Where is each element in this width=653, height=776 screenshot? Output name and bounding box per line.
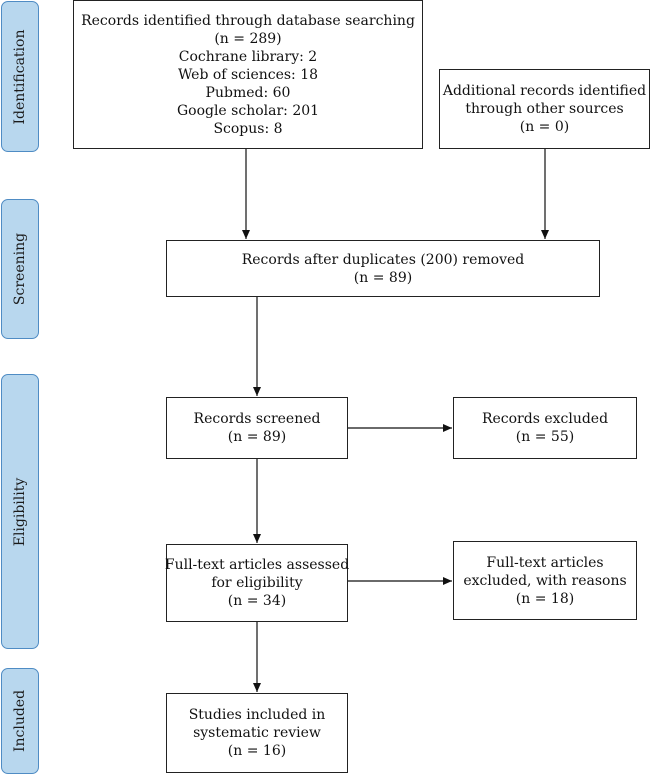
- included-line-1: Studies included in: [188, 707, 326, 723]
- box-records-screened: Records screened (n = 89): [166, 397, 348, 459]
- other-sources-line-2: through other sources: [465, 101, 624, 117]
- included-line-3: (n = 16): [227, 743, 287, 759]
- other-sources-line-3: (n = 0): [519, 119, 570, 135]
- database-line-6: Google scholar: 201: [176, 102, 320, 119]
- database-line-7: Scopus: 8: [213, 120, 283, 137]
- after-duplicates-line-1: Records after duplicates (200) removed: [241, 251, 525, 268]
- excluded-line-2: (n = 55): [515, 429, 575, 445]
- fulltext-excluded-line-1: Full-text articles: [486, 554, 604, 571]
- phase-screening: Screening: [1, 199, 39, 339]
- box-other-sources: Additional records identified through ot…: [439, 69, 650, 149]
- screened-line-2: (n = 89): [227, 429, 287, 445]
- database-line-5: Pubmed: 60: [205, 84, 291, 101]
- included-line-2: systematic review: [193, 725, 321, 741]
- after-duplicates-line-2: (n = 89): [353, 269, 413, 286]
- fulltext-assessed-line-1: Full-text articles assessed: [164, 557, 350, 573]
- box-fulltext-excluded: Full-text articles excluded, with reason…: [453, 541, 637, 620]
- box-studies-included: Studies included in systematic review (n…: [166, 693, 348, 773]
- database-line-3: Cochrane library: 2: [178, 48, 318, 65]
- excluded-line-1: Records excluded: [481, 411, 609, 427]
- phase-included: Included: [1, 668, 39, 774]
- phase-eligibility: Eligibility: [1, 374, 39, 649]
- database-line-4: Web of sciences: 18: [177, 66, 319, 83]
- database-line-1: Records identified through database sear…: [81, 12, 415, 29]
- fulltext-assessed-line-2: for eligibility: [211, 575, 303, 591]
- box-fulltext-assessed: Full-text articles assessed for eligibil…: [164, 544, 350, 622]
- phase-identification: Identification: [1, 1, 39, 152]
- other-sources-line-1: Additional records identified: [442, 83, 647, 99]
- fulltext-assessed-line-3: (n = 34): [227, 593, 287, 609]
- database-line-2: (n = 289): [214, 30, 282, 47]
- box-database-records: Records identified through database sear…: [73, 0, 423, 149]
- screened-line-1: Records screened: [193, 411, 321, 427]
- fulltext-excluded-line-2: excluded, with reasons: [463, 572, 627, 589]
- box-after-duplicates: Records after duplicates (200) removed (…: [166, 240, 600, 297]
- box-records-excluded: Records excluded (n = 55): [453, 397, 637, 459]
- fulltext-excluded-line-3: (n = 18): [515, 590, 575, 607]
